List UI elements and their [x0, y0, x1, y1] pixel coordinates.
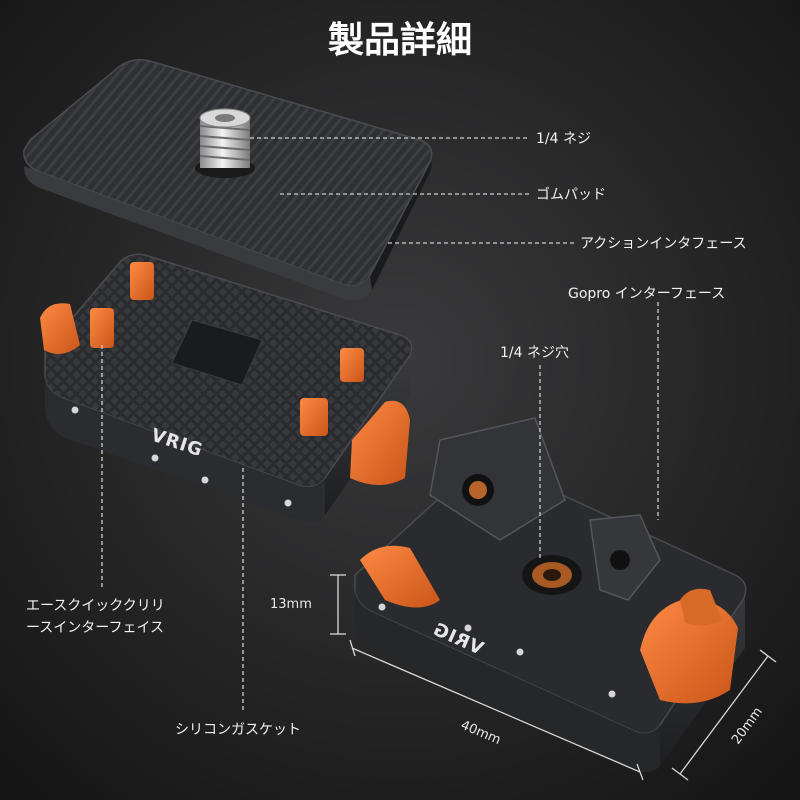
label-quick-release-1: エースクイッククリリ: [26, 598, 165, 614]
page-title: 製品詳細: [328, 20, 472, 61]
gopro-base: [354, 417, 747, 773]
label-silicone-gasket: シリコンガスケット: [175, 722, 301, 738]
leader-lines: [101, 137, 659, 710]
label-rubber-pad: ゴムパッド: [536, 186, 606, 203]
label-gopro-interface: Gopro インターフェース: [568, 286, 725, 302]
label-screw: 1/4 ネジ: [536, 131, 591, 147]
light-beams: [93, 210, 360, 420]
dim-height: 13mm: [270, 597, 312, 612]
label-quick-release-2: ースインターフェイス: [26, 620, 164, 636]
label-action-interface: アクションインタフェース: [580, 236, 747, 252]
mount-screw: [195, 108, 255, 178]
dimension-lines: [330, 574, 777, 781]
label-screw-hole: 1/4 ネジ穴: [500, 345, 569, 361]
